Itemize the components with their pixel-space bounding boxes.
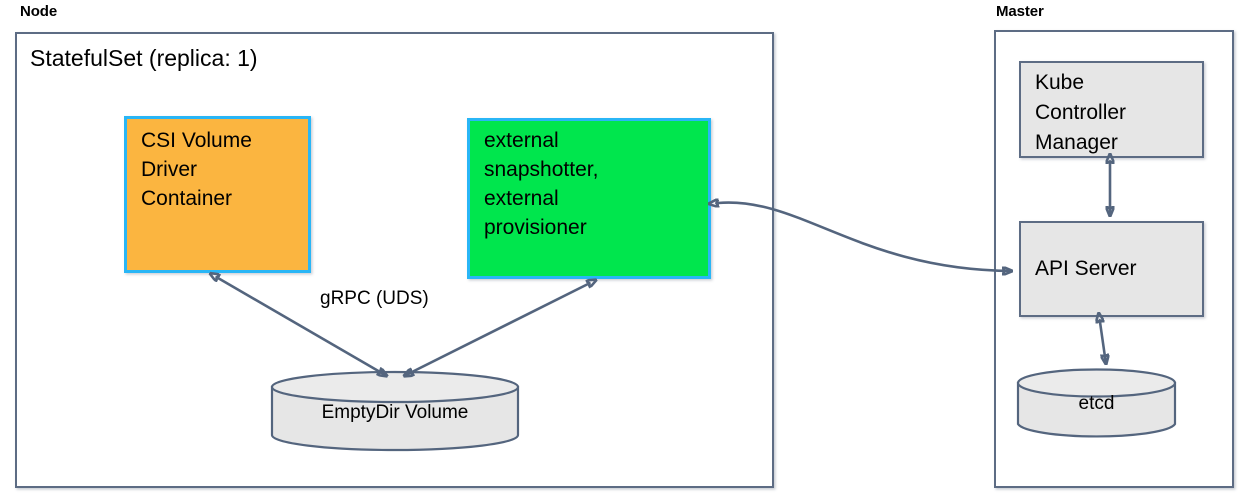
- etcd-label: etcd: [1078, 393, 1115, 414]
- etcd-node[interactable]: etcd: [1016, 368, 1177, 439]
- csi-driver-line-3: Container: [141, 186, 233, 210]
- api-server-label: API Server: [1035, 257, 1137, 281]
- external-line-3: external: [484, 186, 559, 210]
- csi-driver-line-1: CSI Volume: [141, 129, 252, 152]
- group-label-master: Master: [996, 3, 1044, 20]
- grpc-edge-label: gRPC (UDS): [320, 288, 429, 309]
- csi-driver-line-2: Driver: [141, 157, 197, 181]
- external-line-1: external: [484, 129, 559, 152]
- cylinder-shape: [270, 370, 520, 452]
- external-line-4: provisioner: [484, 215, 587, 239]
- cylinder-shape: [1016, 368, 1177, 438]
- kcm-line-2: Controller: [1035, 100, 1127, 124]
- group-label-node: Node: [20, 3, 58, 20]
- kube-controller-manager-node[interactable]: Kube Controller Manager: [1019, 61, 1204, 158]
- emptydir-volume-label: EmptyDir Volume: [321, 402, 469, 423]
- statefulset-title: StatefulSet (replica: 1): [30, 45, 258, 71]
- kcm-line-1: Kube: [1035, 71, 1085, 94]
- csi-volume-driver-container-node[interactable]: CSI Volume Driver Container: [124, 116, 311, 273]
- kcm-line-3: Manager: [1035, 130, 1118, 154]
- emptydir-volume-node[interactable]: EmptyDir Volume: [270, 370, 520, 452]
- external-sidecars-node[interactable]: external snapshotter, external provision…: [467, 118, 711, 279]
- external-line-2: snapshotter,: [484, 157, 599, 181]
- api-server-node[interactable]: API Server: [1019, 221, 1204, 317]
